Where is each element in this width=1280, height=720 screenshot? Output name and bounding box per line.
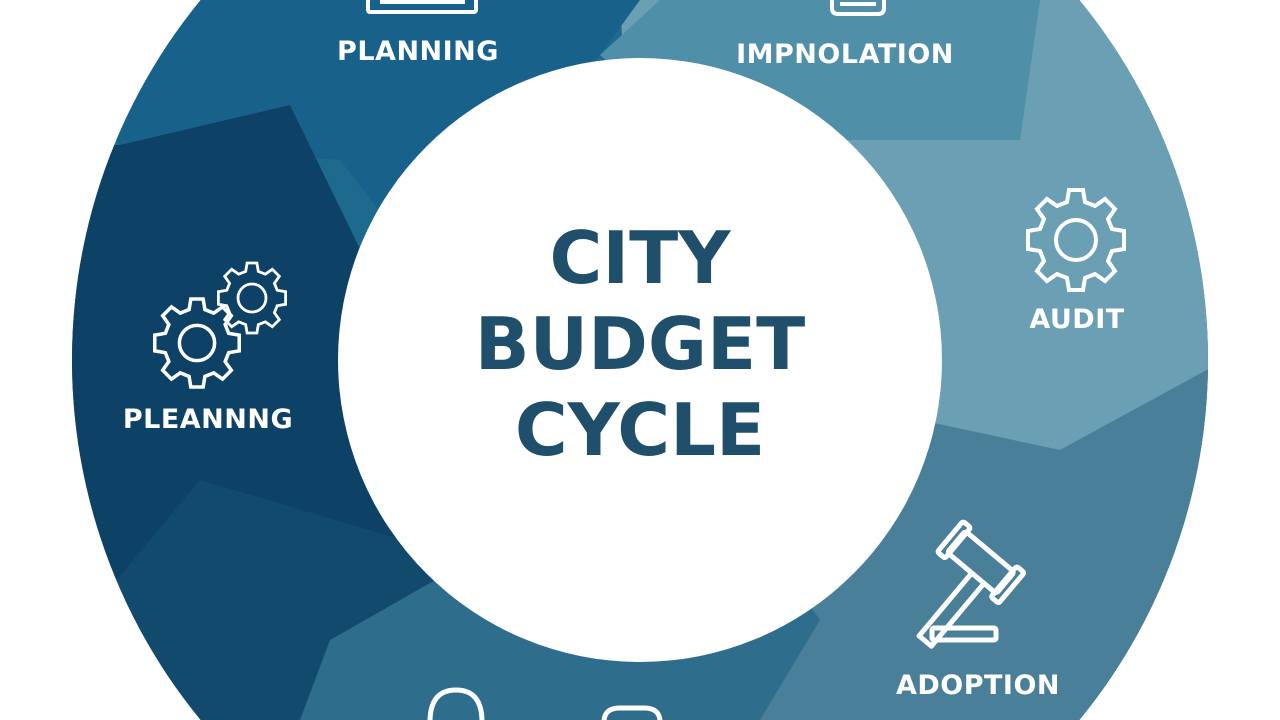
stage-label-planning: PLANNING xyxy=(337,36,499,67)
lightbulb-icon xyxy=(830,0,886,16)
title-line-3: CYCLE xyxy=(514,388,766,472)
title-line-2: BUDGET xyxy=(474,302,806,386)
bottom-partial-icons xyxy=(427,687,663,720)
title-line-1: CITY xyxy=(549,216,731,300)
gear-icon xyxy=(1026,188,1126,292)
stage-label-audit: AUDIT xyxy=(1029,304,1125,335)
stage-label-adoption: ADOPTION xyxy=(895,670,1061,701)
gavel-icon xyxy=(916,519,1026,649)
segment-planning xyxy=(72,0,640,250)
center-title: CITY BUDGET CYCLE xyxy=(475,215,806,473)
document-icon xyxy=(366,0,478,14)
stage-label-pleanning: PLEANNNG xyxy=(122,404,294,435)
gears-icon xyxy=(152,261,288,389)
center-circle xyxy=(338,58,942,662)
stage-label-implementation: IMPNOLATION xyxy=(736,39,954,70)
